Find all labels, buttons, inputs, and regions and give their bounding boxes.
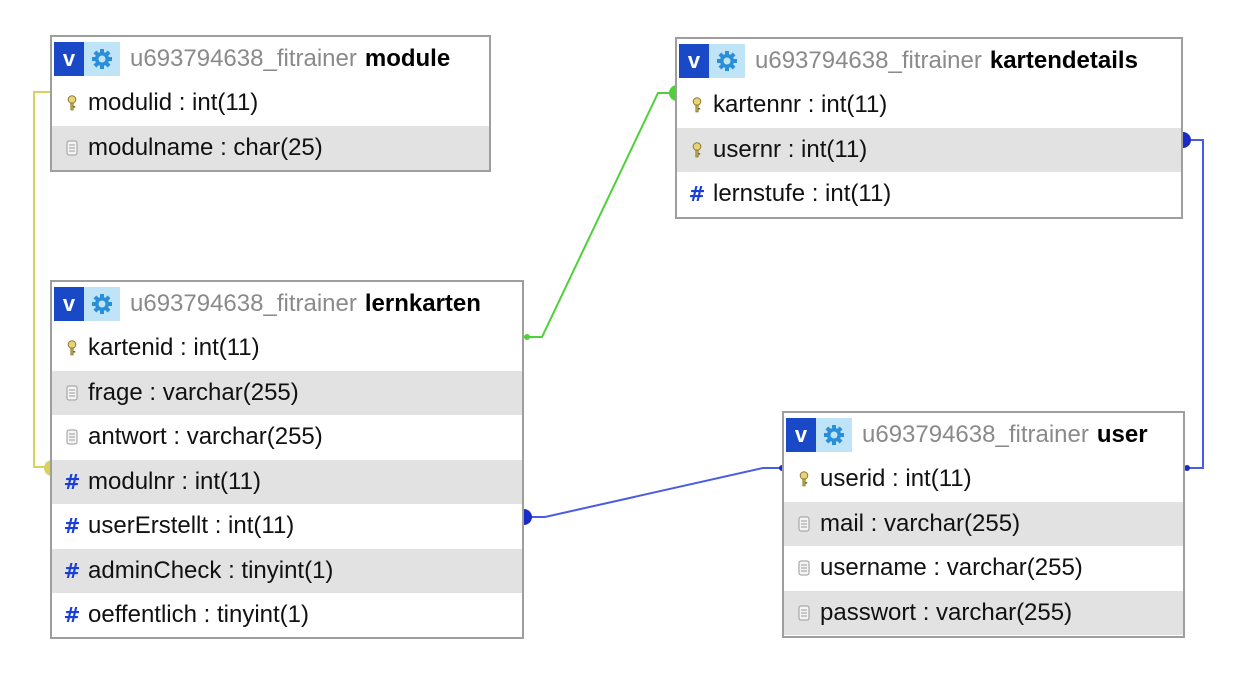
gear-icon[interactable]	[84, 287, 120, 321]
text-field-icon	[62, 429, 82, 445]
column-row[interactable]: antwort : varchar(255)	[52, 415, 522, 460]
relation-end-marker	[524, 509, 532, 525]
relation-kartendetails-user	[1183, 139, 1204, 469]
text-field-icon	[794, 516, 814, 532]
column-label: userid : int(11)	[820, 465, 972, 493]
table-name: lernkarten	[364, 290, 481, 317]
table-header[interactable]: v u693794638_fitrainer module	[52, 37, 489, 81]
number-icon: #	[688, 182, 706, 207]
column-row[interactable]: frage : varchar(255)	[52, 370, 522, 415]
table-name: kartendetails	[989, 47, 1138, 74]
v-icon[interactable]: v	[54, 287, 84, 321]
key-icon	[687, 141, 707, 158]
table-header[interactable]: v u693794638_fitrainer user	[784, 413, 1183, 457]
table-kartendetails[interactable]: v u693794638_fitrainer kartendetails kar…	[675, 37, 1183, 219]
column-row[interactable]: mail : varchar(255)	[784, 501, 1183, 546]
column-label: mail : varchar(255)	[820, 509, 1021, 537]
text-field-icon	[62, 140, 82, 156]
column-label: oeffentlich : tinyint(1)	[88, 601, 310, 629]
database-name: u693794638_fitrainer	[130, 45, 357, 72]
table-module[interactable]: v u693794638_fitrainer module modulid : …	[50, 35, 491, 172]
key-icon	[794, 471, 814, 487]
column-label: adminCheck : tinyint(1)	[88, 556, 334, 584]
column-row[interactable]: username : varchar(255)	[784, 546, 1183, 591]
column-label: modulname : char(25)	[88, 133, 323, 161]
v-icon[interactable]: v	[679, 44, 709, 78]
relation-end-marker	[1183, 132, 1191, 148]
column-row[interactable]: modulname : char(25)	[52, 125, 489, 170]
column-label: frage : varchar(255)	[88, 378, 299, 406]
column-label: username : varchar(255)	[820, 554, 1083, 582]
text-field-icon	[794, 605, 814, 621]
column-row[interactable]: kartenid : int(11)	[52, 326, 522, 371]
text-field-icon	[62, 385, 82, 401]
table-header[interactable]: v u693794638_fitrainer lernkarten	[52, 282, 522, 326]
column-label: modulnr : int(11)	[88, 467, 261, 495]
column-label: kartennr : int(11)	[713, 91, 888, 119]
database-name: u693794638_fitrainer	[862, 421, 1089, 448]
table-name: user	[1096, 421, 1148, 448]
column-row[interactable]: modulid : int(11)	[52, 81, 489, 126]
number-icon: #	[63, 469, 81, 494]
gear-icon[interactable]	[709, 44, 745, 78]
table-header[interactable]: v u693794638_fitrainer kartendetails	[677, 39, 1181, 83]
database-name: u693794638_fitrainer	[130, 290, 357, 317]
column-label: kartenid : int(11)	[88, 334, 260, 362]
table-user[interactable]: v u693794638_fitrainer user userid : int…	[782, 411, 1185, 638]
column-label: lernstufe : int(11)	[713, 180, 892, 208]
gear-icon[interactable]	[816, 418, 852, 452]
table-lernkarten[interactable]: v u693794638_fitrainer lernkarten karten…	[50, 280, 524, 639]
column-label: modulid : int(11)	[88, 89, 259, 117]
column-label: usernr : int(11)	[713, 135, 868, 163]
key-icon	[687, 97, 707, 113]
column-row[interactable]: # oeffentlich : tinyint(1)	[52, 593, 522, 638]
number-icon: #	[63, 603, 81, 628]
number-icon: #	[63, 514, 81, 539]
column-row[interactable]: usernr : int(11)	[677, 127, 1181, 172]
relation-lernkarten-user	[524, 467, 784, 518]
column-row[interactable]: # userErstellt : int(11)	[52, 504, 522, 549]
column-row[interactable]: passwort : varchar(255)	[784, 590, 1183, 635]
v-icon[interactable]: v	[54, 42, 84, 76]
column-label: antwort : varchar(255)	[88, 423, 323, 451]
v-icon[interactable]: v	[786, 418, 816, 452]
column-row[interactable]: kartennr : int(11)	[677, 83, 1181, 128]
key-icon	[62, 95, 82, 111]
relation-start-marker	[524, 334, 530, 340]
column-row[interactable]: userid : int(11)	[784, 457, 1183, 502]
column-label: userErstellt : int(11)	[88, 512, 295, 540]
text-field-icon	[794, 560, 814, 576]
column-row[interactable]: # lernstufe : int(11)	[677, 172, 1181, 217]
relation-lernkarten-kartendetails	[524, 92, 677, 338]
gear-icon[interactable]	[84, 42, 120, 76]
column-label: passwort : varchar(255)	[820, 598, 1073, 626]
column-row[interactable]: # adminCheck : tinyint(1)	[52, 548, 522, 593]
table-name: module	[364, 45, 451, 72]
number-icon: #	[63, 558, 81, 583]
column-row[interactable]: # modulnr : int(11)	[52, 459, 522, 504]
database-name: u693794638_fitrainer	[755, 47, 982, 74]
key-icon	[62, 340, 82, 356]
